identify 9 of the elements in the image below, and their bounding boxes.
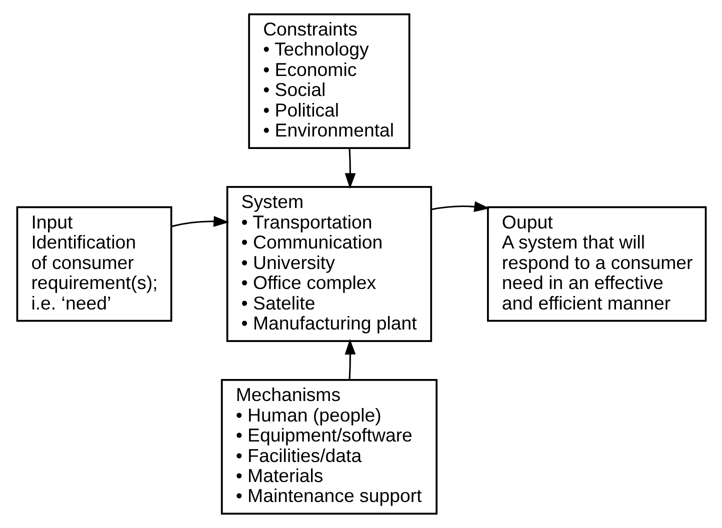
arrow [430, 201, 490, 212]
node-box: Input Identification of consumer requirement(s); i.e. ‘need’ [16, 206, 172, 322]
arrow [170, 216, 229, 228]
node-box: Constraints • Technology • Economic • Social • Political • Environmental [248, 13, 410, 149]
node-box: System • Transportation • Communication • University • Office complex • Satelite • Manufacturing plant [226, 186, 432, 342]
node-box: Mechanisms • Human (people) • Equipment/software • Facilities/data • Materials • Maintenance support [220, 379, 438, 515]
arrow [344, 338, 356, 380]
arrow [344, 148, 356, 189]
node-box: Ouput A system that will respond to a consumer need in an effective and efficient manner [486, 206, 706, 322]
